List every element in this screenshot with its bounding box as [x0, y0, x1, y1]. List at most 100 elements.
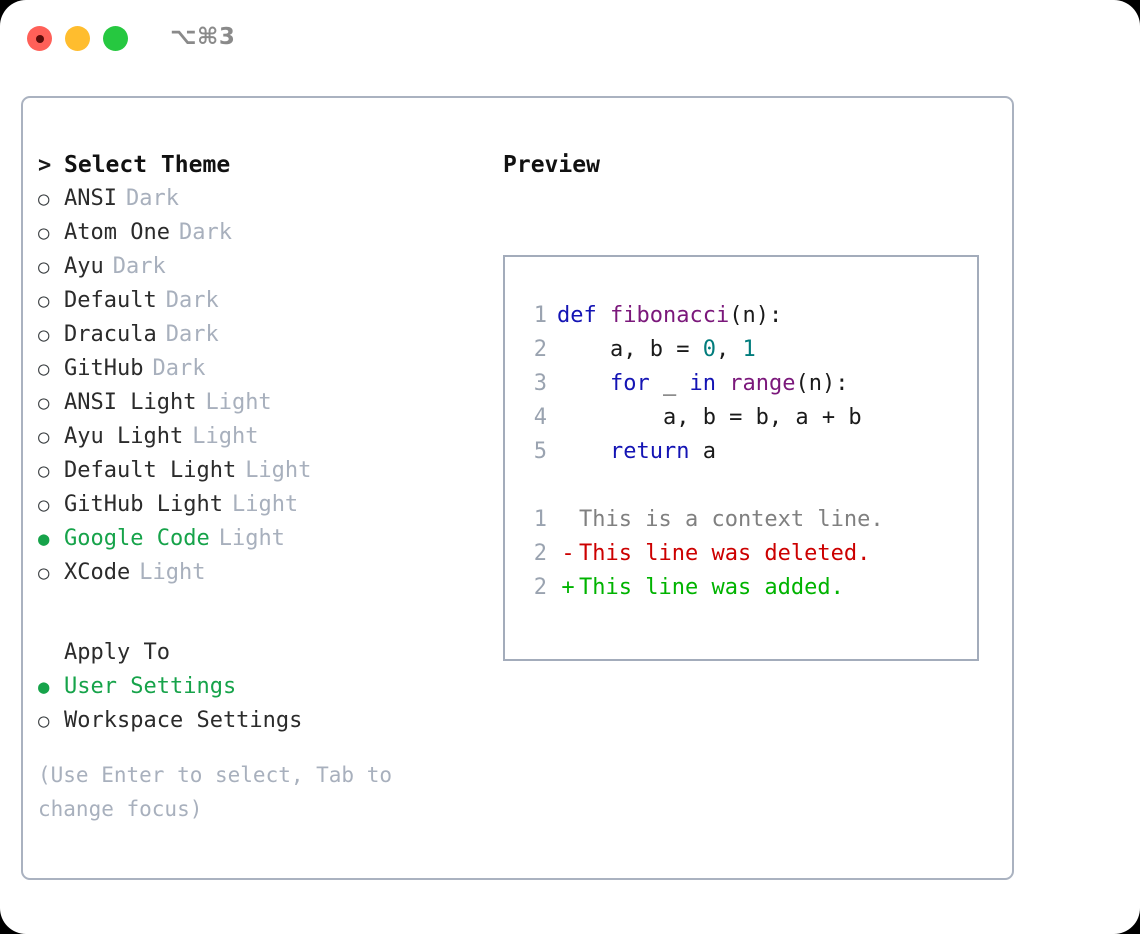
code-spacer: [521, 469, 969, 503]
theme-name: ANSI Light: [64, 390, 197, 415]
theme-variant: Dark: [125, 186, 179, 211]
code-token: 0: [702, 337, 716, 362]
theme-variant: Light: [139, 560, 206, 585]
code-token: range: [729, 371, 796, 396]
apply-to-label: Apply To: [64, 640, 170, 665]
code-line-content: a, b = b, a + b: [557, 401, 862, 435]
radio-unselected-icon: ○: [38, 358, 50, 380]
code-line-content: return a: [557, 435, 716, 469]
code-token: a, b =: [557, 337, 703, 362]
spacer-icon: ○: [38, 636, 64, 670]
radio-selected-icon: ●: [38, 676, 50, 698]
theme-variant: Dark: [152, 356, 206, 381]
line-number: 5: [533, 439, 547, 464]
diff-text: This line was added.: [579, 575, 844, 600]
theme-name: XCode: [64, 560, 131, 585]
radio-unselected-icon: ○: [38, 188, 50, 210]
minimize-button-icon[interactable]: [65, 26, 90, 51]
code-line: 1 def fibonacci(n):: [521, 299, 969, 333]
theme-list-item[interactable]: ○ Default Dark: [38, 284, 488, 318]
code-token: ,: [715, 337, 743, 362]
line-number: 2: [533, 575, 547, 600]
radio-unselected-icon: ○: [38, 392, 50, 414]
radio-unselected-icon: ○: [38, 710, 50, 732]
radio-unselected-icon: ○: [38, 426, 50, 448]
apply-to-option[interactable]: ○ Workspace Settings: [38, 704, 488, 738]
radio-unselected-icon: ○: [38, 290, 50, 312]
theme-list-item[interactable]: ○ ANSI Dark: [38, 182, 488, 216]
select-theme-header: > Select Theme: [38, 148, 488, 182]
radio-unselected-icon: ○: [38, 460, 50, 482]
diff-sign: [557, 503, 579, 537]
diff-sign: -: [561, 541, 575, 566]
theme-name: Ayu Light: [64, 424, 184, 449]
line-number: 4: [533, 405, 547, 430]
theme-list-item[interactable]: ○ GitHub Dark: [38, 352, 488, 386]
diff-sign: +: [561, 575, 575, 600]
theme-variant: Dark: [165, 288, 219, 313]
theme-name: Ayu: [64, 254, 104, 279]
radio-unselected-icon: ○: [38, 256, 50, 278]
theme-name: Default: [64, 288, 157, 313]
close-button-icon[interactable]: [27, 26, 52, 51]
theme-name: Atom One: [64, 220, 170, 245]
radio-unselected-icon: ○: [38, 562, 50, 584]
line-number: 2: [533, 337, 547, 362]
theme-variant: Light: [218, 526, 285, 551]
theme-name: Google Code: [64, 526, 210, 551]
code-token: _: [649, 371, 690, 396]
code-token: for: [609, 371, 650, 396]
apply-to-header: ○ Apply To: [38, 636, 488, 670]
traffic-light-group: [27, 26, 128, 51]
code-token: [557, 439, 610, 464]
code-token: (n):: [729, 303, 783, 328]
code-line: 4 a, b = b, a + b: [521, 401, 969, 435]
line-number: 1: [533, 507, 547, 532]
code-line-content: for _ in range(n):: [557, 367, 848, 401]
code-token: fibonacci: [609, 303, 730, 328]
code-line: 5 return a: [521, 435, 969, 469]
code-token: [716, 371, 729, 396]
code-token: def: [557, 303, 610, 328]
theme-name: GitHub: [64, 356, 144, 381]
caret-icon: >: [38, 153, 52, 178]
radio-unselected-icon: ○: [38, 494, 50, 516]
line-number: 1: [533, 303, 547, 328]
code-line-content: a, b = 0, 1: [557, 333, 756, 367]
diff-line: 2-This line was deleted.: [521, 537, 969, 571]
radio-unselected-icon: ○: [38, 222, 50, 244]
apply-to-option-label: Workspace Settings: [64, 708, 303, 733]
theme-variant: Dark: [112, 254, 166, 279]
theme-name: ANSI: [64, 186, 117, 211]
apply-to-option[interactable]: ● User Settings: [38, 670, 488, 704]
code-line: 3 for _ in range(n):: [521, 367, 969, 401]
theme-variant: Dark: [165, 322, 219, 347]
code-token: in: [689, 371, 716, 396]
section-spacer: [38, 590, 488, 636]
theme-list-item[interactable]: ○ Atom One Dark: [38, 216, 488, 250]
select-theme-label: Select Theme: [64, 152, 231, 178]
diff-text: This line was deleted.: [579, 541, 871, 566]
keyboard-shortcut-label: ⌥⌘3: [170, 24, 236, 50]
recording-dot-icon: [35, 34, 44, 43]
code-line: 2 a, b = 0, 1: [521, 333, 969, 367]
theme-name: Default Light: [64, 458, 237, 483]
radio-unselected-icon: ○: [38, 324, 50, 346]
maximize-button-icon[interactable]: [103, 26, 128, 51]
apply-to-option-label: User Settings: [64, 674, 237, 699]
preview-title: Preview: [503, 152, 600, 178]
theme-variant: Dark: [178, 220, 232, 245]
theme-list-item[interactable]: ○ Ayu Dark: [38, 250, 488, 284]
line-number: 2: [533, 541, 547, 566]
diff-line: 2 +This line was added.: [521, 571, 969, 605]
theme-list-item[interactable]: ○ XCode Light: [38, 556, 488, 590]
